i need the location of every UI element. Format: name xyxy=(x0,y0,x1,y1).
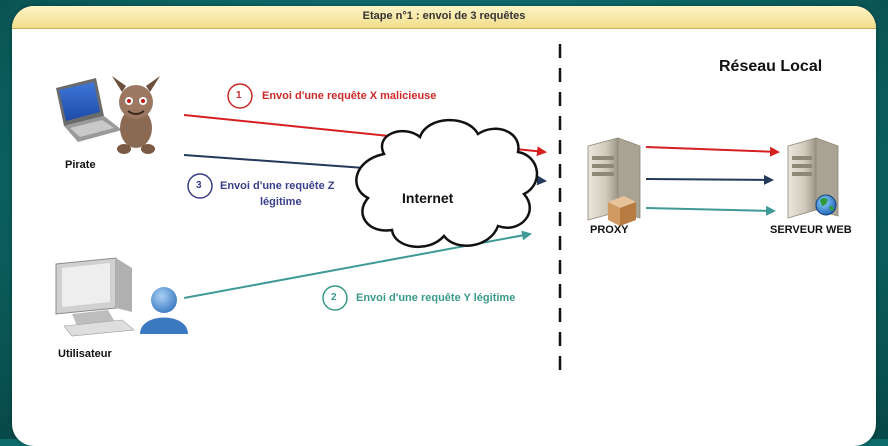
step-3-number: 3 xyxy=(196,180,202,191)
user-person-icon xyxy=(140,287,188,334)
step-1-circle xyxy=(227,83,253,109)
step-2-circle xyxy=(322,285,348,311)
proxy-label: PROXY xyxy=(590,224,629,236)
internet-label: Internet xyxy=(402,190,454,206)
step-3-circle xyxy=(187,173,213,199)
zone-label: Réseau Local xyxy=(719,58,823,75)
arrow-proxy-to-server-x xyxy=(645,146,780,157)
devil-icon xyxy=(112,76,160,154)
step-2-number: 2 xyxy=(331,292,337,303)
request-x-label: Envoi d'une requête X malicieuse xyxy=(262,90,437,102)
server-label: SERVEUR WEB xyxy=(770,224,852,236)
laptop-icon xyxy=(56,78,122,142)
request-y-label: Envoi d'une requête Y légitime xyxy=(356,292,516,304)
web-server-icon xyxy=(787,137,839,219)
internet-cloud xyxy=(355,118,539,249)
request-z-label-line2: légitime xyxy=(260,196,302,208)
title-bar: Etape n°1 : envoi de 3 requêtes xyxy=(12,6,876,29)
request-z-label-line1: Envoi d'une requête Z xyxy=(220,180,335,192)
step-1-number: 1 xyxy=(236,90,242,101)
diagram-card: Etape n°1 : envoi de 3 requêtes xyxy=(12,6,876,446)
diagram-canvas xyxy=(55,44,839,378)
diagram-title: Etape n°1 : envoi de 3 requêtes xyxy=(362,10,526,22)
utilisateur-label: Utilisateur xyxy=(58,348,112,360)
desktop-computer-icon xyxy=(55,257,135,337)
pirate-label: Pirate xyxy=(65,159,96,171)
arrow-proxy-to-server-y xyxy=(645,205,776,216)
arrow-proxy-to-server-z xyxy=(645,174,774,185)
proxy-server-icon xyxy=(587,137,641,226)
